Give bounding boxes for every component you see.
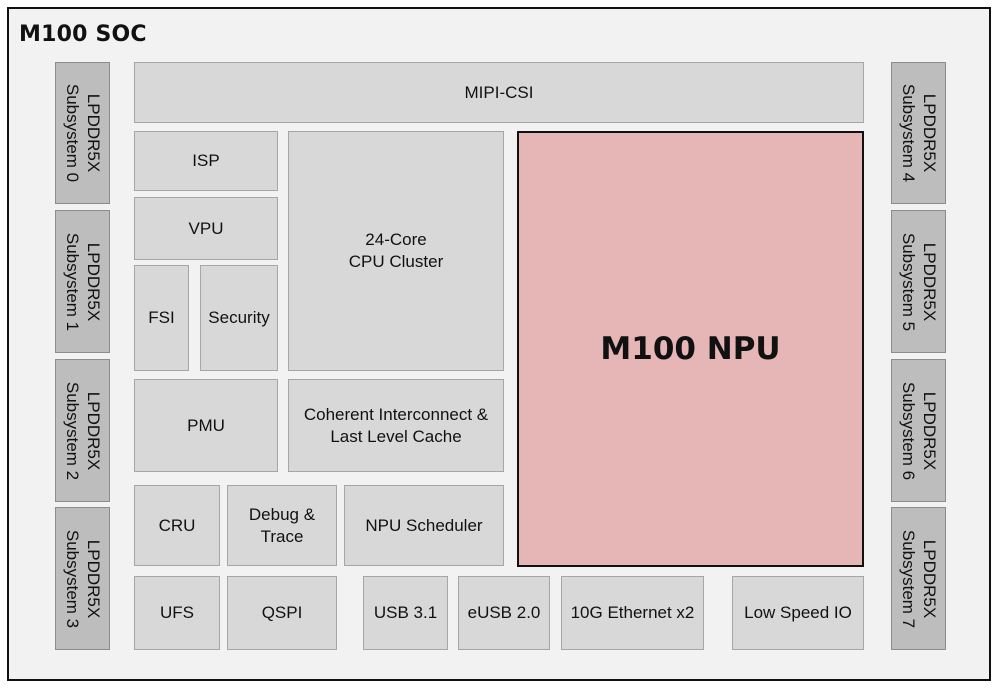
lpddr5x-subsystem-1: LPDDR5X Subsystem 1 — [55, 210, 110, 353]
soc-title: M100 SOC — [19, 22, 147, 47]
ufs-block: UFS — [134, 576, 220, 650]
lpddr5x-subsystem-5: LPDDR5X Subsystem 5 — [891, 210, 946, 353]
low-speed-io-block: Low Speed IO — [732, 576, 864, 650]
mipi-csi-block: MIPI-CSI — [134, 62, 864, 123]
npu-label: M100 NPU — [600, 331, 781, 367]
memory-label: LPDDR5X Subsystem 2 — [62, 381, 103, 480]
memory-label: LPDDR5X Subsystem 5 — [898, 232, 939, 331]
lpddr5x-subsystem-3: LPDDR5X Subsystem 3 — [55, 507, 110, 650]
qspi-block: QSPI — [227, 576, 337, 650]
eusb-block: eUSB 2.0 — [458, 576, 550, 650]
isp-block: ISP — [134, 131, 278, 191]
npu-block: M100 NPU — [517, 131, 864, 567]
memory-label: LPDDR5X Subsystem 0 — [62, 83, 103, 183]
memory-label: LPDDR5X Subsystem 6 — [898, 381, 939, 480]
ethernet-block: 10G Ethernet x2 — [561, 576, 704, 650]
memory-label: LPDDR5X Subsystem 7 — [898, 529, 939, 628]
fsi-block: FSI — [134, 265, 189, 371]
memory-label: LPDDR5X Subsystem 4 — [898, 83, 939, 183]
pmu-block: PMU — [134, 379, 278, 472]
npu-scheduler-block: NPU Scheduler — [344, 485, 504, 566]
memory-label: LPDDR5X Subsystem 3 — [62, 529, 103, 628]
cru-block: CRU — [134, 485, 220, 566]
usb-block: USB 3.1 — [363, 576, 448, 650]
lpddr5x-subsystem-7: LPDDR5X Subsystem 7 — [891, 507, 946, 650]
lpddr5x-subsystem-6: LPDDR5X Subsystem 6 — [891, 359, 946, 502]
lpddr5x-subsystem-2: LPDDR5X Subsystem 2 — [55, 359, 110, 502]
security-block: Security — [200, 265, 278, 371]
coherent-interconnect-block: Coherent Interconnect & Last Level Cache — [288, 379, 504, 472]
lpddr5x-subsystem-4: LPDDR5X Subsystem 4 — [891, 62, 946, 204]
debug-trace-block: Debug & Trace — [227, 485, 337, 566]
vpu-block: VPU — [134, 197, 278, 260]
memory-label: LPDDR5X Subsystem 1 — [62, 232, 103, 331]
lpddr5x-subsystem-0: LPDDR5X Subsystem 0 — [55, 62, 110, 204]
cpu-cluster-block: 24-Core CPU Cluster — [288, 131, 504, 371]
